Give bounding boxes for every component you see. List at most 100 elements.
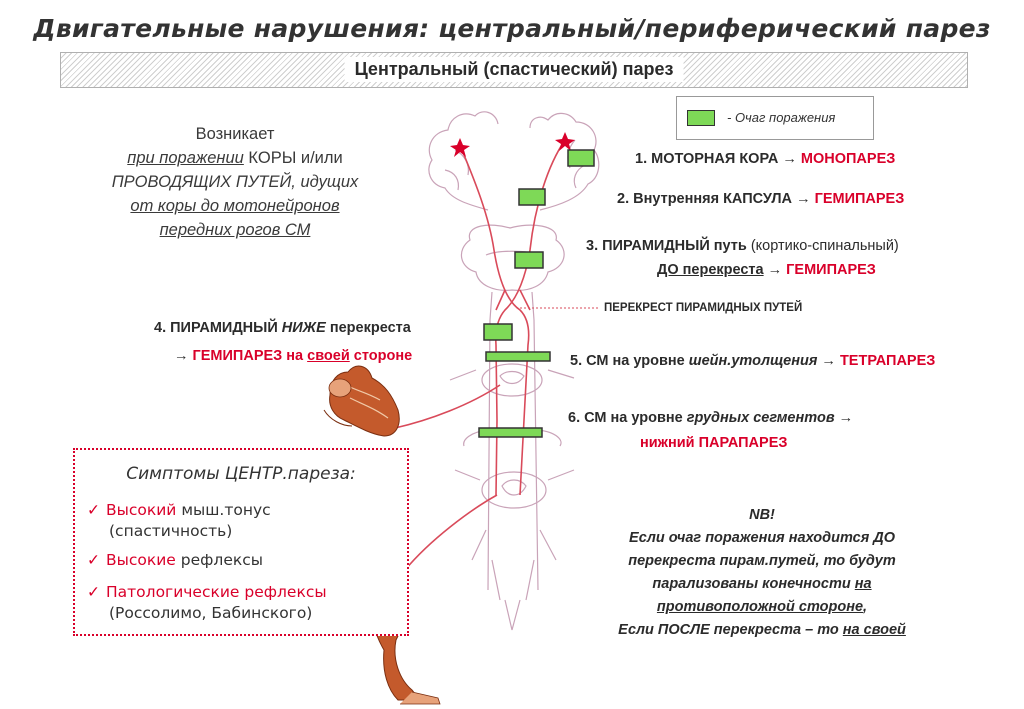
check-icon: ✓ — [87, 583, 100, 601]
level-3-note: (кортико-спинальный) — [750, 238, 899, 254]
lesion-markers — [478, 149, 595, 438]
level-3-text: 3. ПИРАМИДНЫЙ путь — [586, 238, 747, 254]
nb-line-1: Если очаг поражения находится ДО — [628, 530, 896, 546]
cervical-segment — [481, 363, 543, 397]
nb-line-2: перекреста пирам.путей, то будут — [628, 553, 896, 569]
level-3-before-cross: ДО перекреста — [657, 262, 764, 278]
symptom-2-rest: рефлексы — [175, 551, 263, 569]
level-6-text-b: грудных сегментов — [686, 410, 835, 426]
level-5-arrow: → — [821, 353, 836, 369]
symptom-1-red: Высокий — [106, 501, 177, 519]
banner-title: Центральный (спастический) парез — [344, 57, 684, 82]
symptoms-box: Симптомы ЦЕНТР.пареза: ✓ Высокий мыш.тону… — [73, 448, 409, 636]
intro-line-4-u: от коры до мотонейронов — [130, 197, 340, 215]
level-4-label: 4. ПИРАМИДНЫЙ НИЖЕ перекреста — [154, 320, 411, 336]
lesion-5-cervical — [485, 351, 551, 362]
symptom-item-1-line2: (спастичность) — [109, 522, 233, 540]
level-1-text: 1. МОТОРНАЯ КОРА — [635, 151, 779, 167]
lesion-1-cortex — [567, 149, 595, 167]
lesion-swatch — [687, 110, 715, 126]
level-4-arrow: → — [174, 348, 189, 364]
brainstem — [460, 224, 565, 291]
lesion-4-below-cross — [483, 323, 513, 341]
level-1-result: МОНОПАРЕЗ — [800, 151, 896, 167]
check-icon: ✓ — [87, 501, 100, 519]
intro-line-2: при поражении КОРЫ и/или — [85, 146, 385, 170]
decussation-label: ПЕРЕКРЕСТ ПИРАМИДНЫХ ПУТЕЙ — [604, 302, 803, 314]
level-5-label: 5. СМ на уровне шейн.утолщения → ТЕТРАПА… — [570, 353, 935, 369]
lesion-2-capsule — [518, 188, 546, 206]
intro-line-2-b: КОРЫ и/или — [243, 149, 343, 167]
right-hemisphere — [529, 112, 600, 211]
page-title: Двигательные нарушения: центральный/пери… — [33, 14, 991, 43]
symptom-item-1: ✓ Высокий мыш.тонус — [87, 500, 271, 521]
lumbar-roots — [454, 469, 575, 481]
neuron-star-left — [450, 138, 470, 157]
decussation-cross — [495, 289, 531, 311]
intro-line-5: передних рогов СМ — [85, 218, 385, 242]
level-3-arrow: → — [767, 262, 783, 278]
level-6-arrow: → — [838, 410, 854, 426]
symptom-item-3: ✓ Патологические рефлексы — [87, 582, 327, 603]
level-3-label: 3. ПИРАМИДНЫЙ путь (кортико-спинальный) — [586, 238, 899, 254]
legend-text: - Очаг поражения — [727, 110, 836, 125]
nb-note: NB! Если очаг поражения находится ДО пер… — [592, 504, 932, 642]
cervical-roots — [449, 369, 575, 381]
level-2-result: ГЕМИПАРЕЗ — [814, 191, 905, 207]
intro-line-4: от коры до мотонейронов — [85, 194, 385, 218]
left-tract — [459, 144, 530, 496]
legend: - Очаг поражения — [676, 96, 874, 140]
nb-line-5: Если ПОСЛЕ перекреста – то на своей — [592, 619, 932, 642]
symptom-3-red: Патологические рефлексы — [106, 583, 327, 601]
symptom-item-3-line2: (Россолимо, Бабинского) — [109, 604, 313, 622]
brain-outline — [428, 111, 600, 631]
level-4-text-b: НИЖЕ — [281, 320, 326, 336]
level-5-result: ТЕТРАПАРЕЗ — [839, 353, 936, 369]
level-4-result-c: стороне — [349, 348, 413, 364]
symptom-item-2: ✓ Высокие рефлексы — [87, 550, 263, 571]
level-4-text-a: 4. ПИРАМИДНЫЙ — [154, 320, 282, 336]
level-6-label: 6. СМ на уровне грудных сегментов → — [568, 410, 853, 426]
intro-line-2-a: при поражении — [127, 149, 244, 167]
intro-text: Возникает при поражении КОРЫ и/или ПРОВО… — [85, 122, 385, 242]
nb-line-4: противоположной стороне, — [592, 596, 932, 619]
nb-head: NB! — [749, 507, 775, 523]
lesion-6-thoracic — [478, 427, 543, 438]
nb-line-5-a: Если ПОСЛЕ перекреста – то — [618, 622, 843, 638]
left-hemisphere — [428, 111, 499, 211]
nb-line-5-b: на своей — [842, 622, 906, 638]
lumbar-segment — [481, 471, 547, 509]
arm-muscle-figure — [323, 365, 400, 437]
level-5-text-b: шейн.утолщения — [688, 353, 818, 369]
check-icon: ✓ — [87, 551, 100, 569]
cauda-equina — [471, 529, 557, 631]
nb-line-3-a: парализованы конечности — [652, 576, 855, 592]
level-2-arrow: → — [796, 191, 811, 207]
level-5-text-a: 5. СМ на уровне — [570, 353, 689, 369]
level-2-text: 2. Внутренняя КАПСУЛА — [617, 191, 793, 207]
nb-line-3-b: на — [854, 576, 872, 592]
level-3-line2: ДО перекреста → ГЕМИПАРЕЗ — [657, 262, 876, 278]
level-4-line2: → ГЕМИПАРЕЗ на своей стороне — [174, 348, 412, 364]
nb-line-4-u: противоположной стороне — [656, 599, 864, 615]
level-4-text-c: перекреста — [325, 320, 411, 336]
nb-line-4-tail: , — [863, 599, 868, 615]
cortical-neurons — [450, 132, 575, 157]
intro-line-3: ПРОВОДЯЩИХ ПУТЕЙ, идущих — [111, 173, 359, 191]
section-banner: Центральный (спастический) парез — [60, 52, 968, 88]
lesion-3-pyramidal — [514, 251, 544, 269]
level-1-label: 1. МОТОРНАЯ КОРА → МОНОПАРЕЗ — [635, 151, 895, 167]
cervical-grey-matter — [499, 370, 525, 385]
symptoms-title: Симптомы ЦЕНТР.пареза: — [126, 464, 356, 484]
level-6-result: нижний ПАРАПАРЕЗ — [640, 435, 788, 451]
symptom-1-rest: мыш.тонус — [176, 501, 271, 519]
level-1-arrow: → — [782, 151, 797, 167]
lumbar-grey-matter — [501, 479, 527, 496]
symptom-2-red: Высокие — [106, 551, 176, 569]
intro-line-5-u: передних рогов СМ — [159, 221, 311, 239]
medulla — [489, 291, 535, 321]
level-6-line2: нижний ПАРАПАРЕЗ — [640, 435, 787, 451]
level-4-result-b: своей — [307, 348, 350, 364]
nb-line-3: парализованы конечности на — [592, 573, 932, 596]
spinal-cord-edges — [487, 319, 539, 591]
